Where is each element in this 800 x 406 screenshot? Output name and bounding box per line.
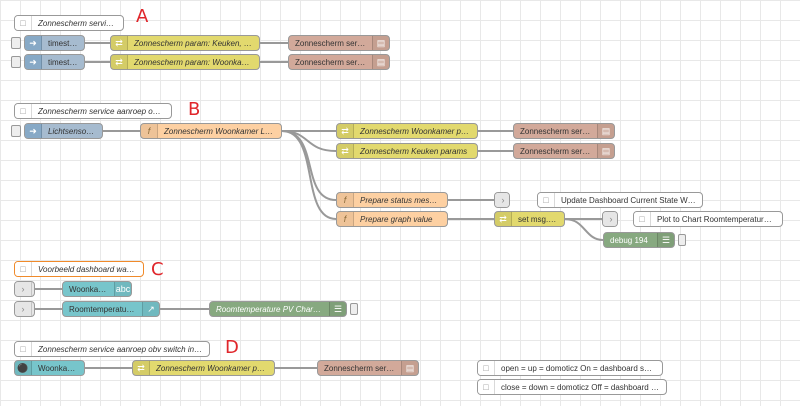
service-node-a2[interactable]: ▤ Zonnescherm service: [288, 54, 390, 70]
section-label-a: A: [136, 6, 149, 27]
bug-icon: ☰: [657, 233, 674, 247]
function-node-logica[interactable]: f Zonnescherm Woonkamer Logica: [140, 123, 282, 139]
shuffle-icon: ⇄: [337, 124, 354, 138]
function-icon: f: [141, 124, 158, 138]
shuffle-icon: ⇄: [133, 361, 150, 375]
function-icon: f: [337, 193, 354, 207]
change-node-keuken-close[interactable]: ⇄ Zonnescherm param: Keuken, close: [110, 35, 260, 51]
comment-icon: □: [15, 262, 32, 276]
ui-text-node-woonkamer[interactable]: abc Woonkamer: [62, 281, 132, 297]
change-node-woonkamer-params[interactable]: ⇄ Zonnescherm Woonkamer params: [336, 123, 478, 139]
link-out-icon: ›: [495, 193, 509, 207]
toggle-icon: ⚫: [15, 361, 32, 375]
shuffle-icon: ⇄: [111, 36, 128, 50]
link-in-icon: ›: [15, 282, 32, 296]
debug-toggle-button[interactable]: [350, 303, 358, 315]
service-icon: ▤: [401, 361, 418, 375]
comment-node-b[interactable]: □ Zonnescherm service aanroep obv logica: [14, 103, 172, 119]
comment-icon: □: [538, 193, 555, 207]
arrow-right-icon: ➜: [25, 36, 42, 50]
comment-node-c[interactable]: □ Voorbeeld dashboard waarden: [14, 261, 144, 277]
change-node-woonkamer-open[interactable]: ⇄ Zonnescherm param: Woonkamer, open: [110, 54, 260, 70]
debug-node-194[interactable]: ☰ debug 194: [603, 232, 675, 248]
shuffle-icon: ⇄: [111, 55, 128, 69]
inject-button[interactable]: [11, 37, 21, 49]
service-icon: ▤: [597, 124, 614, 138]
change-node-set-topic[interactable]: ⇄ set msg.topic: [494, 211, 565, 227]
comment-icon: □: [478, 361, 495, 375]
inject-node-lichtsensor[interactable]: ➜ Lichtsensor dummy: [24, 123, 103, 139]
service-icon: ▤: [372, 36, 389, 50]
chart-icon: ↗: [142, 302, 159, 316]
comment-node-note-open[interactable]: □ open = up = domoticz On = dashboard sw…: [477, 360, 663, 376]
text-icon: abc: [114, 282, 131, 296]
link-in-node-roomtemp[interactable]: ›: [14, 301, 35, 317]
section-label-c: C: [151, 259, 164, 280]
arrow-right-icon: ➜: [25, 124, 42, 138]
comment-icon: □: [478, 380, 495, 394]
inject-node-timestamp-1[interactable]: ➜ timestamp: [24, 35, 85, 51]
section-label-d: D: [225, 337, 239, 358]
link-out-node-chart[interactable]: ›: [602, 211, 618, 227]
shuffle-icon: ⇄: [337, 144, 354, 158]
link-out-icon: ›: [603, 212, 617, 226]
section-label-b: B: [188, 99, 201, 120]
function-node-prepare-status[interactable]: f Prepare status message: [336, 192, 448, 208]
comment-node-plot-chart[interactable]: □ Plot to Chart Roomtemperature PV: [633, 211, 783, 227]
comment-node-a[interactable]: □ Zonnescherm service test: [14, 15, 124, 31]
function-node-prepare-graph[interactable]: f Prepare graph value: [336, 211, 448, 227]
comment-icon: □: [634, 212, 651, 226]
change-node-woonkamer-params-d[interactable]: ⇄ Zonnescherm Woonkamer params: [132, 360, 275, 376]
link-out-node-status[interactable]: ›: [494, 192, 510, 208]
function-icon: f: [337, 212, 354, 226]
change-node-keuken-params[interactable]: ⇄ Zonnescherm Keuken params: [336, 143, 478, 159]
service-node-a1[interactable]: ▤ Zonnescherm service: [288, 35, 390, 51]
bug-icon: ☰: [329, 302, 346, 316]
inject-button[interactable]: [11, 125, 21, 137]
service-node-b1[interactable]: ▤ Zonnescherm service: [513, 123, 615, 139]
link-in-node-woonkamer[interactable]: ›: [14, 281, 35, 297]
comment-node-d[interactable]: □ Zonnescherm service aanroep obv switch…: [14, 341, 210, 357]
comment-icon: □: [15, 342, 32, 356]
shuffle-icon: ⇄: [495, 212, 512, 226]
service-icon: ▤: [372, 55, 389, 69]
comment-icon: □: [15, 16, 32, 30]
service-node-d[interactable]: ▤ Zonnescherm service: [317, 360, 419, 376]
inject-node-timestamp-2[interactable]: ➜ timestamp: [24, 54, 85, 70]
service-icon: ▤: [597, 144, 614, 158]
arrow-right-icon: ➜: [25, 55, 42, 69]
service-node-b2[interactable]: ▤ Zonnescherm service: [513, 143, 615, 159]
ui-chart-node-roomtemp[interactable]: ↗ Roomtemperature PV: [62, 301, 160, 317]
comment-node-note-close[interactable]: □ close = down = domoticz Off = dashboar…: [477, 379, 667, 395]
link-in-icon: ›: [15, 302, 32, 316]
debug-node-chart-state[interactable]: ☰ Roomtemperature PV Chart State: [209, 301, 347, 317]
ui-switch-node-woonkamer[interactable]: ⚫ Woonkamer: [14, 360, 85, 376]
comment-node-update-dashboard[interactable]: □ Update Dashboard Current State Woonkam…: [537, 192, 703, 208]
inject-button[interactable]: [11, 56, 21, 68]
debug-toggle-button[interactable]: [678, 234, 686, 246]
comment-icon: □: [15, 104, 32, 118]
